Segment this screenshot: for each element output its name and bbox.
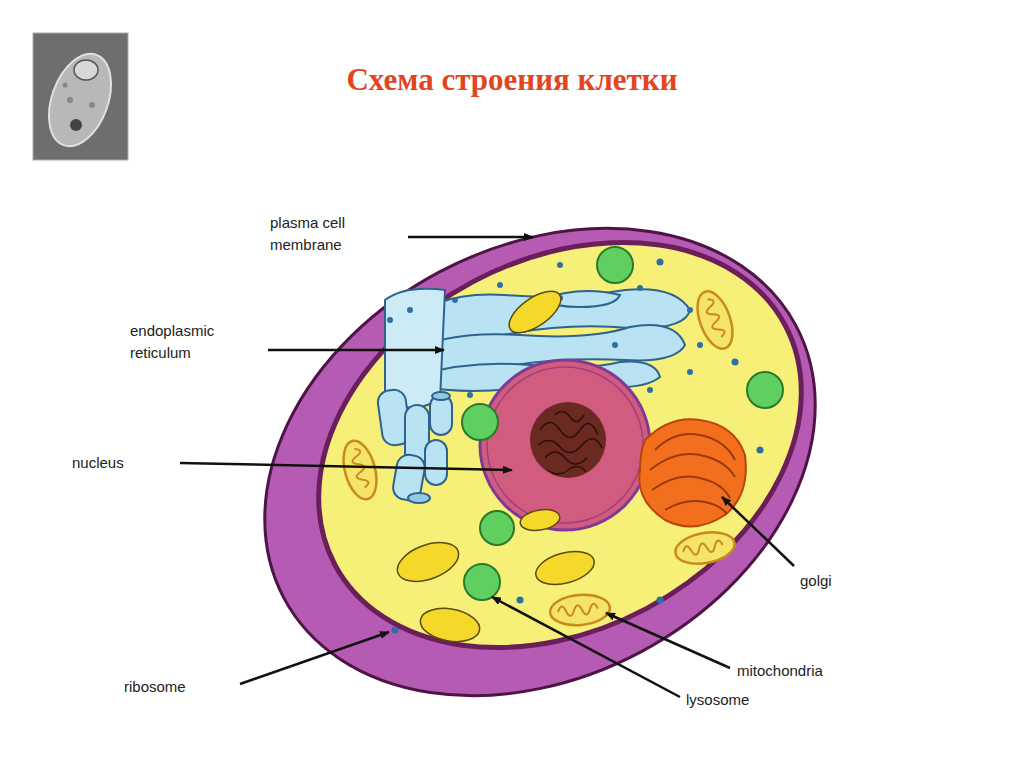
part-label: endoplasmic reticulum (130, 320, 262, 364)
golgi-apparatus (639, 419, 746, 526)
leader-line (240, 632, 389, 684)
mitochondria (691, 287, 740, 354)
thumbnail-photo (33, 33, 128, 160)
ribosomes (657, 259, 664, 266)
ribosomes (407, 307, 413, 313)
leader-line (492, 597, 680, 697)
thumbnail-photo (74, 60, 98, 80)
nucleus (538, 439, 602, 453)
ribosomes (497, 282, 503, 288)
vesicles (392, 535, 464, 589)
slide-title: Схема строения клетки (0, 62, 1024, 98)
leader-line (268, 349, 444, 352)
endoplasmic-reticulum (408, 493, 430, 503)
ribosomes (517, 597, 524, 604)
ribosomes (392, 627, 399, 634)
thumbnail-photo (89, 102, 95, 108)
golgi-apparatus (639, 419, 746, 526)
part-label: lysosome (686, 689, 749, 711)
ribosomes (687, 307, 693, 313)
vesicles (392, 283, 598, 646)
ribosomes (557, 262, 563, 268)
nucleus (480, 360, 650, 530)
part-label: plasma cell membrane (270, 212, 400, 256)
nucleus (540, 423, 598, 438)
lysosomes (462, 247, 783, 600)
thumbnail-photo (33, 33, 128, 160)
mitochondria (549, 592, 611, 627)
mitochondria (673, 528, 737, 568)
vesicles (519, 507, 562, 534)
leader-arrows (180, 237, 794, 697)
ribosomes (387, 259, 764, 634)
thumbnail-photo (63, 83, 68, 88)
part-label: golgi (800, 570, 832, 592)
ribosomes (387, 317, 393, 323)
ribosomes (612, 342, 618, 348)
part-label: ribosome (124, 676, 186, 698)
golgi-apparatus (650, 434, 735, 514)
ribosomes (757, 447, 764, 454)
lysosomes (597, 247, 633, 283)
vesicles (502, 283, 567, 340)
lysosomes (464, 564, 500, 600)
leader-line (606, 613, 730, 668)
ribosomes (697, 342, 703, 348)
golgi-apparatus (655, 434, 735, 460)
nucleus (538, 411, 602, 474)
mitochondria (338, 287, 740, 628)
golgi-apparatus (650, 454, 735, 477)
endoplasmic-reticulum (432, 392, 450, 400)
nucleus (487, 367, 643, 523)
nucleus (530, 402, 606, 478)
golgi-apparatus (665, 501, 727, 514)
nucleus (480, 360, 650, 530)
lysosomes (480, 511, 514, 545)
nucleus (545, 452, 587, 464)
part-label: mitochondria (737, 660, 823, 682)
ribosomes (467, 392, 473, 398)
ribosomes (452, 297, 458, 303)
lysosomes (747, 372, 783, 408)
nucleus (555, 411, 584, 421)
leader-line (180, 463, 512, 470)
thumbnail-photo (67, 97, 73, 103)
ribosomes (637, 285, 643, 291)
vesicles (418, 604, 483, 646)
thumbnail-photo (70, 119, 82, 131)
mitochondria (338, 437, 383, 503)
thumbnail-photo (33, 33, 128, 160)
cell-body (183, 136, 897, 767)
nucleus (548, 466, 586, 474)
plasma-membrane (183, 136, 897, 767)
part-label: nucleus (72, 452, 124, 474)
vesicles (532, 546, 598, 591)
ribosomes (647, 387, 653, 393)
endoplasmic-reticulum (425, 440, 447, 485)
ribosomes (732, 359, 739, 366)
thumbnail-photo (37, 45, 122, 154)
ribosomes (687, 369, 693, 375)
ribosomes (657, 597, 664, 604)
leader-line (722, 497, 794, 566)
leader-line (408, 236, 533, 239)
cytoplasm (248, 162, 872, 728)
lysosomes (462, 404, 498, 440)
golgi-apparatus (652, 477, 730, 499)
